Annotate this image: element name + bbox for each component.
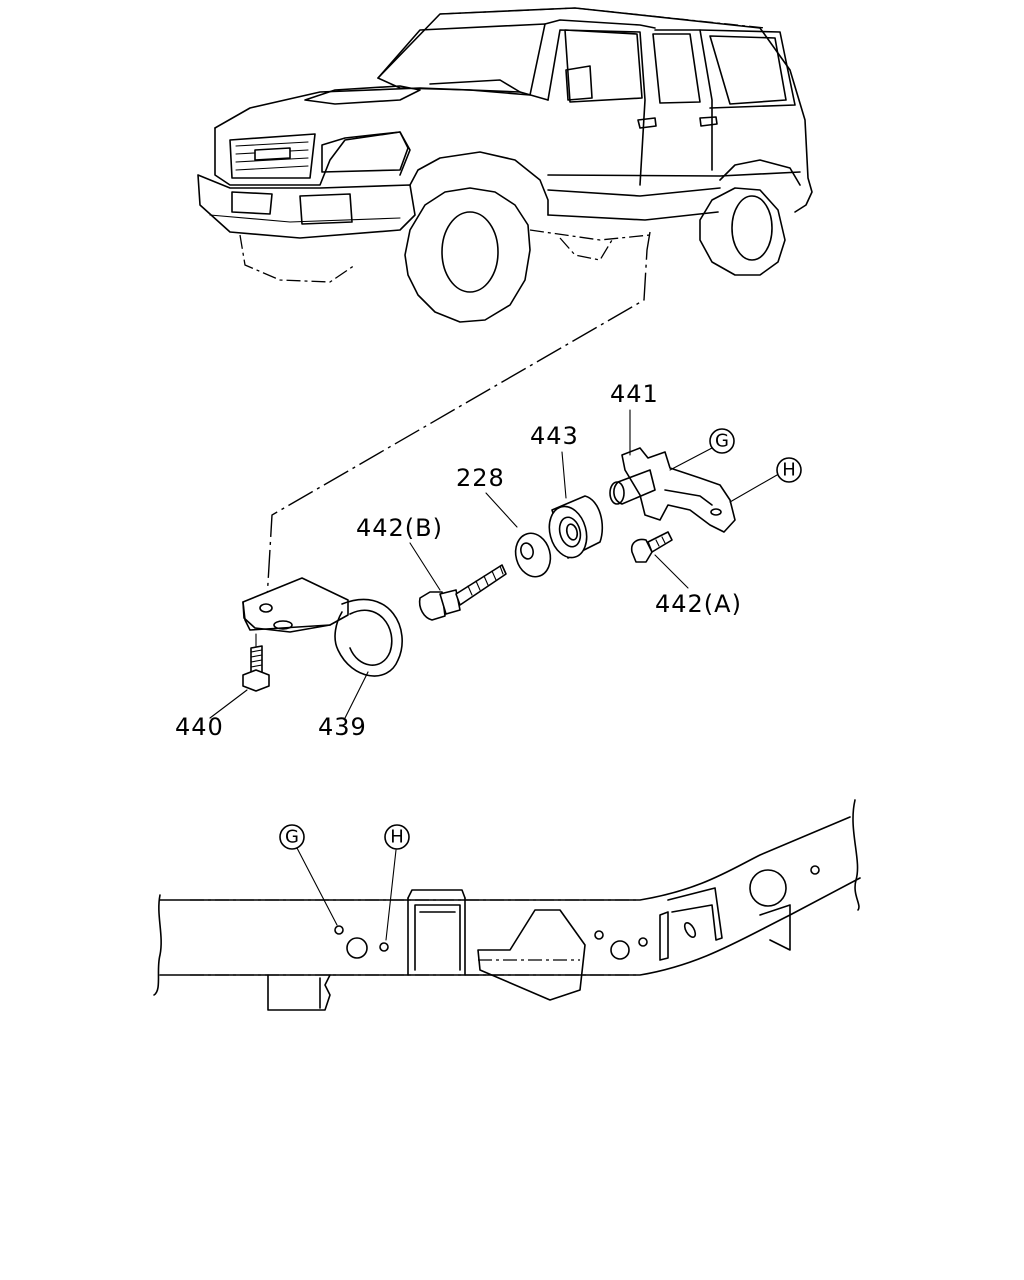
ref-circle-h-upper [776, 457, 802, 483]
ref-circle-g-lower [279, 824, 305, 850]
ref-label-h-lower: H [390, 827, 404, 848]
ref-label-g-lower: G [285, 827, 299, 848]
ref-circle-h-lower [384, 824, 410, 850]
ref-label-h-upper: H [782, 460, 796, 481]
bolt-part-442a [630, 538, 653, 563]
vehicle-illustration [197, 7, 813, 323]
frame-rail-illustration [153, 799, 861, 1011]
callout-442a: 442(A) [655, 590, 742, 618]
callout-442b: 442(B) [356, 514, 443, 542]
callout-443: 443 [530, 422, 579, 450]
bracket-part-441 [621, 447, 736, 533]
callout-440: 440 [175, 713, 224, 741]
vehicle-leader-line [266, 231, 651, 601]
callout-439: 439 [318, 713, 367, 741]
ref-label-g-upper: G [715, 431, 729, 452]
tow-hook-part-439 [242, 577, 349, 631]
tow-hook-assembly [209, 409, 778, 719]
callout-228: 228 [456, 464, 505, 492]
callout-441: 441 [610, 380, 659, 408]
ref-circle-g-upper [709, 428, 735, 454]
